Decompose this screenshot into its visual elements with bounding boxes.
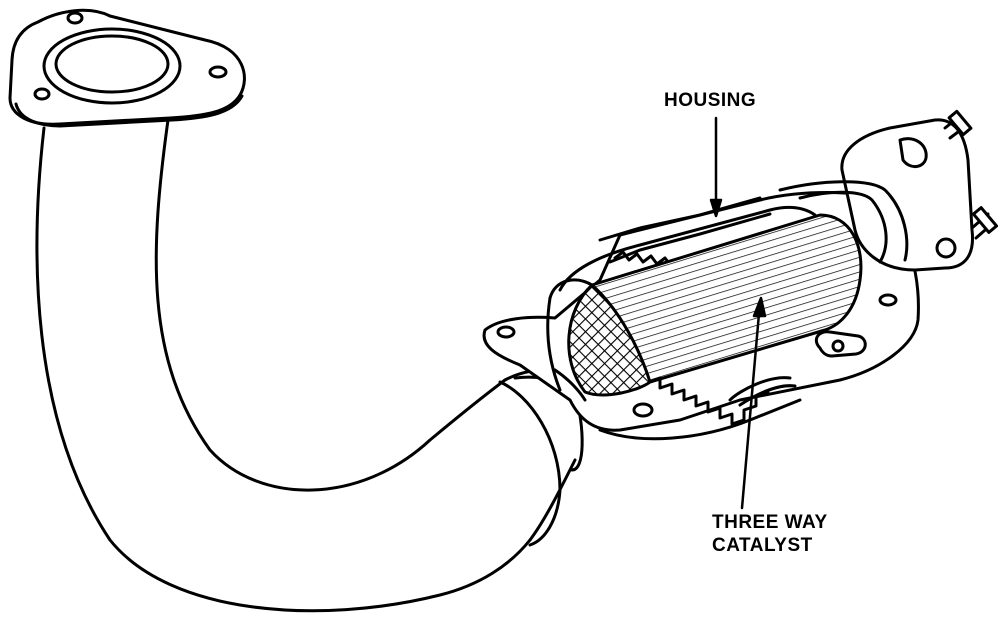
outlet-cone [778, 180, 909, 264]
housing-label: HOUSING [664, 90, 756, 111]
catalyst-label-line1: THREE WAY [712, 512, 828, 533]
outlet-flange [840, 109, 999, 272]
catalyst-monolith [567, 213, 863, 426]
inlet-cone [546, 278, 594, 402]
catalyst-leader [740, 296, 767, 510]
catalyst-label-line2: CATALYST [712, 535, 813, 556]
housing-leader [709, 116, 723, 218]
inlet-flange [8, 8, 246, 128]
exhaust-pipe [35, 118, 584, 613]
